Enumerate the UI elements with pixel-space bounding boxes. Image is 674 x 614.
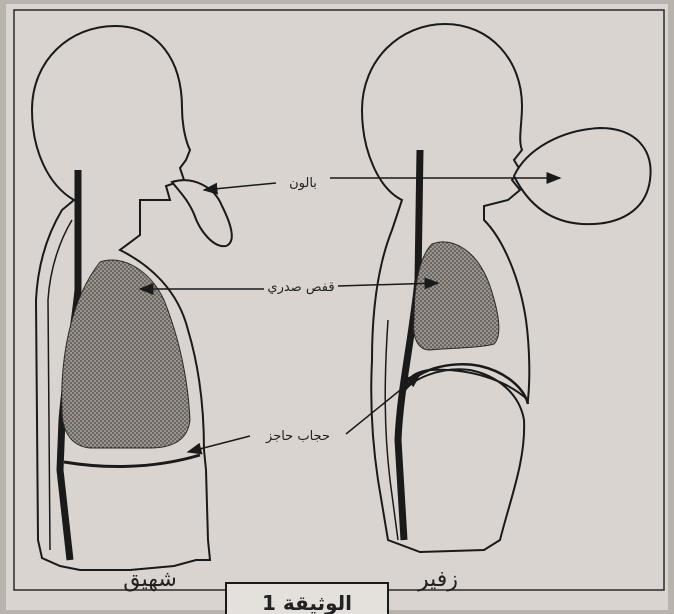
caption-text: الوثيقة 1: [262, 591, 352, 614]
label-inhale: شهيق: [123, 567, 177, 592]
label-exhale: زفير: [417, 567, 458, 592]
label-balloon: بالون: [289, 176, 317, 191]
label-rib-cage: قفص صدري: [267, 280, 334, 295]
label-diaphragm: حجاب حاجز: [265, 429, 330, 444]
